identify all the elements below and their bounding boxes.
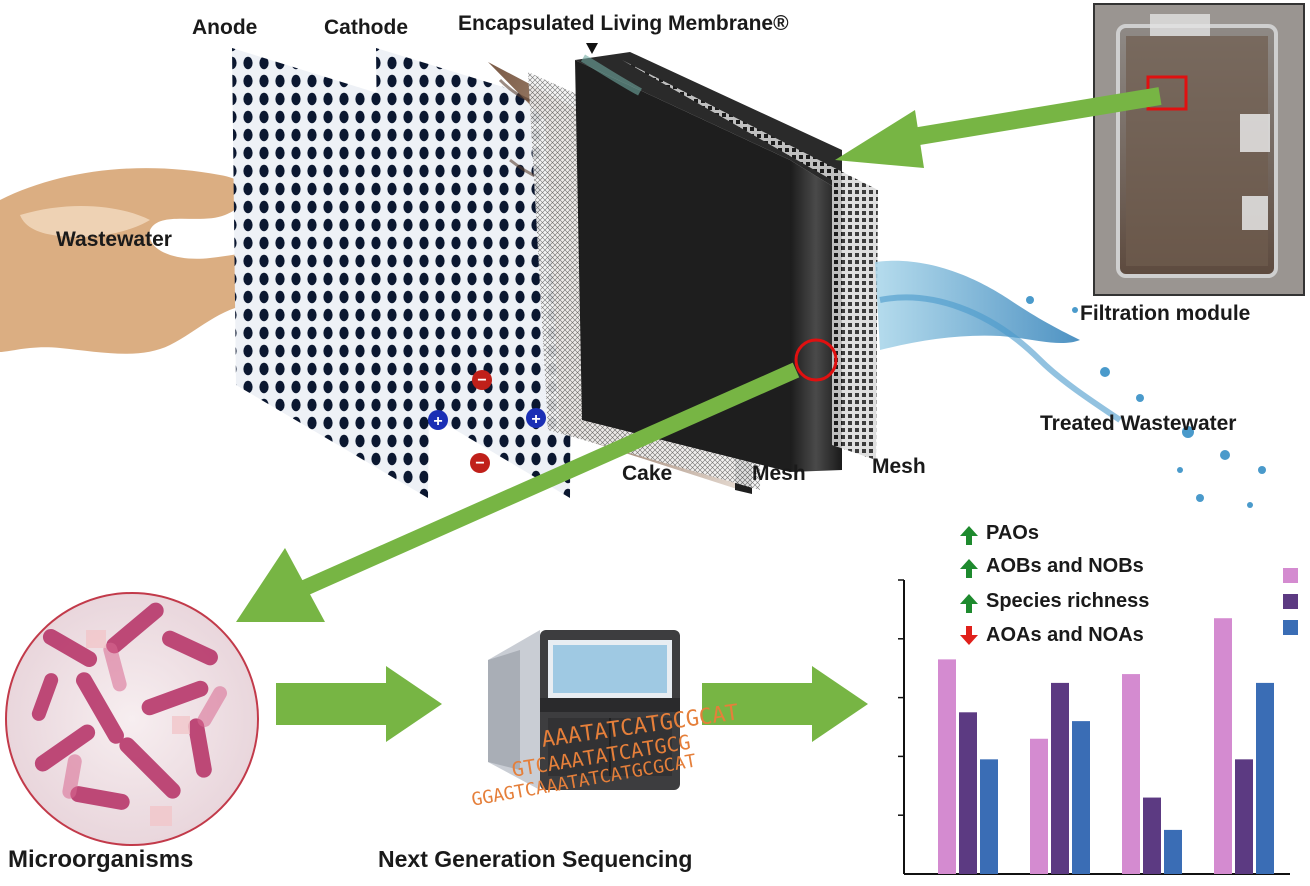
sample-highlight-circle: [794, 338, 838, 382]
cathode-plate: [376, 48, 572, 498]
outer-mesh: [622, 60, 878, 460]
arrow-membrane-to-microorganisms: [236, 362, 800, 622]
legend-text: AOBs and NOBs: [986, 555, 1144, 577]
ngs-label: Next Generation Sequencing: [378, 846, 693, 872]
bar-group-3-series-2: [1143, 797, 1161, 874]
cathode-label: Cathode: [324, 16, 408, 39]
arrow-micro-to-ngs: [276, 666, 442, 742]
legend-swatch-series-3: [1283, 620, 1298, 635]
legend-swatch-series-2: [1283, 594, 1298, 609]
legend-item-aoas-noas: AOAs and NOAs: [960, 624, 1144, 647]
arrow-module-to-membrane: [835, 87, 1162, 168]
decrease-arrow-icon: [960, 625, 978, 645]
abundance-bar-chart: [898, 568, 1298, 875]
charge-plus-2: +: [531, 411, 540, 428]
legend-item-species-richness: Species richness: [960, 590, 1149, 613]
treated-wastewater-label: Treated Wastewater: [1040, 412, 1237, 435]
microorganisms-image: [5, 592, 259, 846]
legend-item-paos: PAOs: [960, 522, 1039, 545]
legend-text: PAOs: [986, 522, 1039, 544]
bar-group-1-series-3: [980, 759, 998, 874]
arrow-ngs-to-chart: [702, 666, 868, 742]
bar-group-3-series-3: [1164, 829, 1182, 874]
membrane-marker: [586, 43, 598, 54]
bar-group-4-series-1: [1214, 618, 1232, 874]
filtration-module-label: Filtration module: [1080, 302, 1251, 325]
bar-group-2-series-2: [1051, 682, 1069, 874]
inner-mesh-label: Mesh: [752, 462, 806, 485]
charge-minus-1: −: [477, 372, 486, 389]
increase-arrow-icon: [960, 525, 978, 545]
bar-group-1-series-2: [959, 712, 977, 874]
legend-text: Species richness: [986, 590, 1150, 612]
bar-group-2-series-3: [1072, 721, 1090, 874]
membrane-label: Encapsulated Living Membrane®: [458, 12, 789, 35]
filtration-module-photo: [1093, 3, 1305, 296]
cake-label: Cake: [622, 462, 673, 485]
bar-group-3-series-1: [1122, 674, 1140, 874]
charge-markers: [428, 370, 546, 473]
bar-group-2-series-1: [1030, 738, 1048, 874]
legend-item-aobs-nobs: AOBs and NOBs: [960, 555, 1144, 578]
charge-minus-2: −: [475, 455, 484, 472]
bar-group-4-series-2: [1235, 759, 1253, 874]
increase-arrow-icon: [960, 558, 978, 578]
bar-group-4-series-3: [1256, 682, 1274, 874]
sequencer-machine: [488, 630, 680, 790]
charge-plus-1: +: [433, 413, 442, 430]
treated-water-splash: [875, 260, 1266, 508]
living-membrane-panel: [575, 52, 842, 472]
increase-arrow-icon: [960, 593, 978, 613]
bar-group-1-series-1: [938, 659, 956, 874]
legend-swatch-series-1: [1283, 568, 1298, 583]
microorganisms-label: Microorganisms: [8, 846, 194, 873]
outer-mesh-label: Mesh: [872, 455, 926, 478]
anode-label: Anode: [192, 16, 258, 39]
wastewater-label: Wastewater: [56, 228, 172, 251]
legend-text: AOAs and NOAs: [986, 624, 1144, 646]
